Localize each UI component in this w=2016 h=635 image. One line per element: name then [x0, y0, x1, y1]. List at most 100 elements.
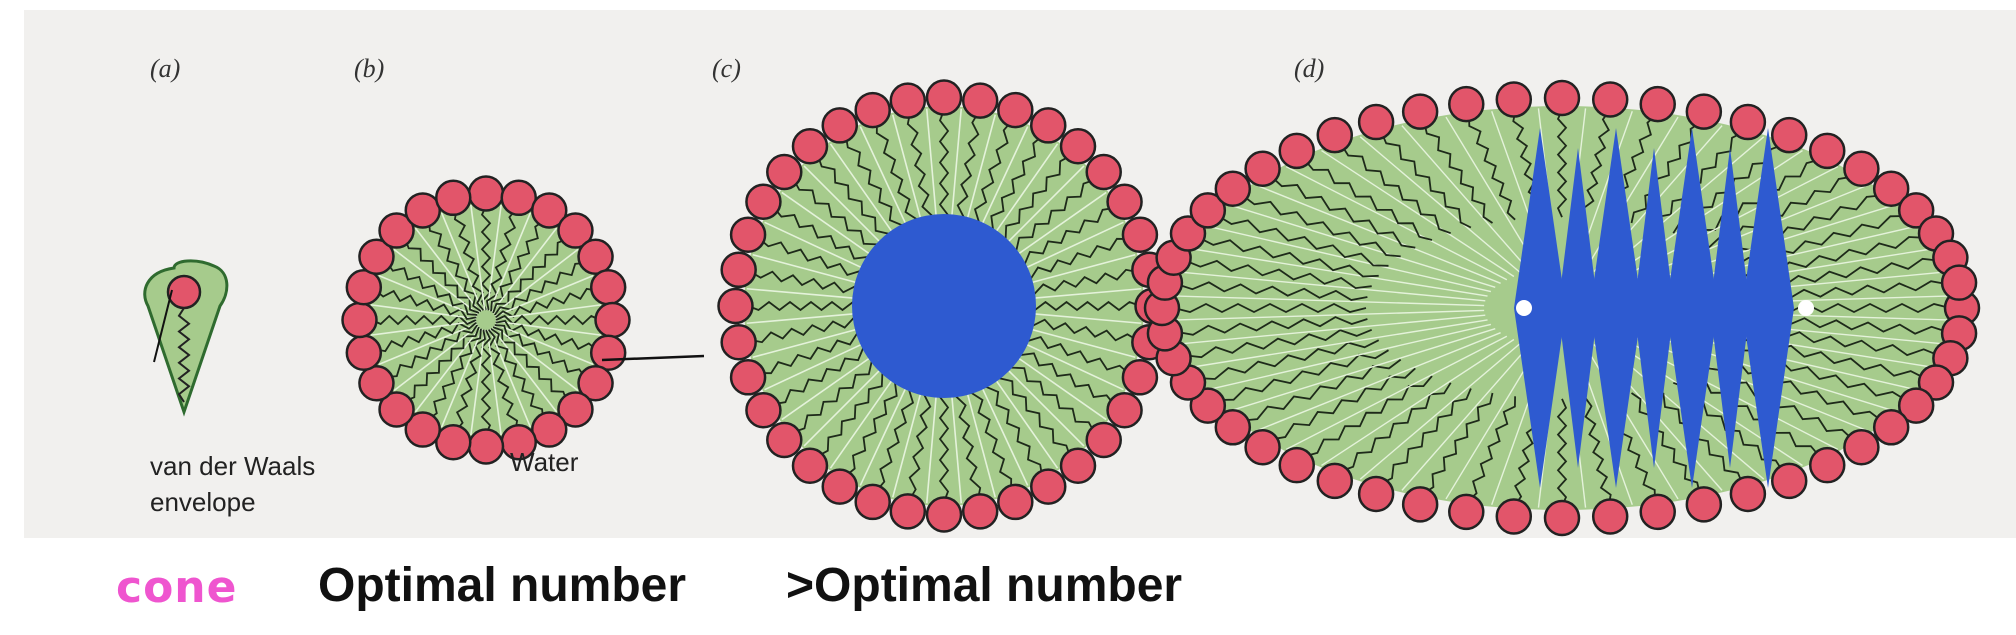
lipid-tail	[1381, 388, 1472, 485]
lipid-tail	[1184, 259, 1372, 290]
lipid-tail	[1556, 109, 1568, 218]
envelope-boundary	[489, 328, 532, 428]
lipid-head	[1448, 493, 1485, 531]
lipid-head	[1872, 409, 1910, 446]
lipid-head	[1214, 409, 1252, 446]
lipid-head	[821, 468, 858, 505]
lipid-head	[1106, 183, 1143, 220]
lipid-head	[1278, 132, 1316, 170]
lipid-head	[1591, 498, 1629, 535]
micelle-with-water-core	[717, 79, 1171, 533]
lipid-head	[1843, 429, 1880, 466]
lipid-head	[821, 107, 858, 144]
lipid-head	[589, 269, 627, 306]
lipid-head	[791, 447, 829, 484]
lipid-head	[1770, 116, 1808, 154]
envelope-boundary	[493, 325, 579, 392]
lipid-tail	[1217, 215, 1389, 267]
envelope-boundary	[486, 204, 502, 311]
envelope-boundary	[414, 227, 481, 313]
envelope-boundary	[491, 227, 558, 313]
lipid-head	[1897, 192, 1935, 229]
figure-panel: (a) (b) (c) (d) van der Waals envelope W…	[24, 10, 2016, 538]
lipid-tail	[1271, 367, 1416, 441]
lipid-head	[925, 496, 963, 533]
lipid-tail	[1556, 398, 1568, 507]
lipid-tail	[1176, 316, 1368, 336]
lipid-head	[1543, 79, 1581, 117]
envelope-boundary	[493, 248, 579, 315]
lipid-tail	[1630, 392, 1701, 494]
lipid-tail	[1423, 122, 1494, 224]
lipid-head	[1401, 93, 1439, 130]
lipid-head	[166, 274, 202, 310]
water-wedge	[1710, 148, 1750, 468]
lipid-head	[1897, 387, 1935, 424]
lipid-head	[766, 421, 803, 459]
lipid-head	[997, 91, 1034, 129]
lipid-tail	[1723, 358, 1882, 422]
single-lipid-cone	[143, 259, 229, 417]
lipid-head	[341, 301, 378, 339]
lipid-head	[577, 365, 614, 402]
envelope-boundary	[1401, 344, 1531, 491]
panel-label-c: (c)	[712, 54, 741, 83]
lipid-tail	[1584, 397, 1612, 505]
lipid-head	[467, 428, 505, 465]
envelope-boundary	[378, 323, 478, 366]
lipid-head	[435, 179, 472, 217]
lipid-head	[729, 359, 767, 396]
envelope-boundary	[393, 325, 479, 392]
envelope-boundary	[378, 274, 478, 317]
lipid-head	[378, 212, 415, 249]
envelope-boundary	[1172, 309, 1485, 321]
envelope-boundary	[393, 248, 479, 315]
lipid-head	[1872, 170, 1910, 207]
envelope-boundary	[489, 212, 532, 312]
lipid-head	[345, 269, 383, 306]
envelope-boundary	[440, 212, 483, 312]
lipid-head	[1030, 468, 1067, 505]
envelope-boundary	[1321, 338, 1515, 467]
envelope-boundary	[1189, 247, 1488, 297]
lipid-head	[1808, 446, 1846, 484]
envelope-boundary	[1254, 332, 1501, 432]
envelope-boundary	[370, 304, 477, 320]
envelope-boundary	[1321, 149, 1515, 278]
optimal-number-caption: Optimal number	[318, 559, 687, 612]
lipid-head	[1357, 475, 1395, 513]
lipid-head	[1401, 486, 1439, 523]
envelope-boundary	[414, 327, 481, 413]
lipid-head	[1244, 150, 1281, 187]
lipid-head	[1316, 462, 1354, 500]
envelope-boundary	[1401, 125, 1531, 272]
lipid-tail	[1380, 132, 1472, 229]
core-gap-left	[1516, 300, 1532, 316]
envelope-pointer-line	[153, 289, 173, 363]
lipid-head	[791, 128, 829, 165]
lipid-tail	[1270, 176, 1416, 249]
envelope-boundary	[495, 320, 602, 336]
lipid-head	[1278, 446, 1316, 484]
lipid-head	[345, 334, 383, 371]
lipid-head	[889, 493, 927, 530]
envelope-boundary	[370, 320, 477, 336]
cone-caption: cone	[116, 562, 238, 613]
lipid-head	[1059, 128, 1097, 165]
lipid-head	[1448, 85, 1485, 123]
lipid-head	[1729, 475, 1767, 513]
panel-label-d: (d)	[1294, 54, 1325, 83]
lipid-tail	[1173, 302, 1367, 314]
greater-optimal-number-caption: >Optimal number	[786, 559, 1183, 612]
envelope-boundary	[1228, 328, 1496, 413]
lipid-head	[745, 392, 782, 429]
lipid-head	[557, 391, 594, 428]
lipid-head	[531, 192, 568, 229]
lipid-head	[720, 323, 757, 361]
lipid-head	[1085, 153, 1122, 191]
lipid-head	[1316, 116, 1354, 154]
lipid-tail	[177, 307, 191, 403]
water-wedge	[1514, 128, 1566, 488]
envelope-boundary	[1359, 136, 1523, 275]
lipid-head	[961, 493, 999, 530]
